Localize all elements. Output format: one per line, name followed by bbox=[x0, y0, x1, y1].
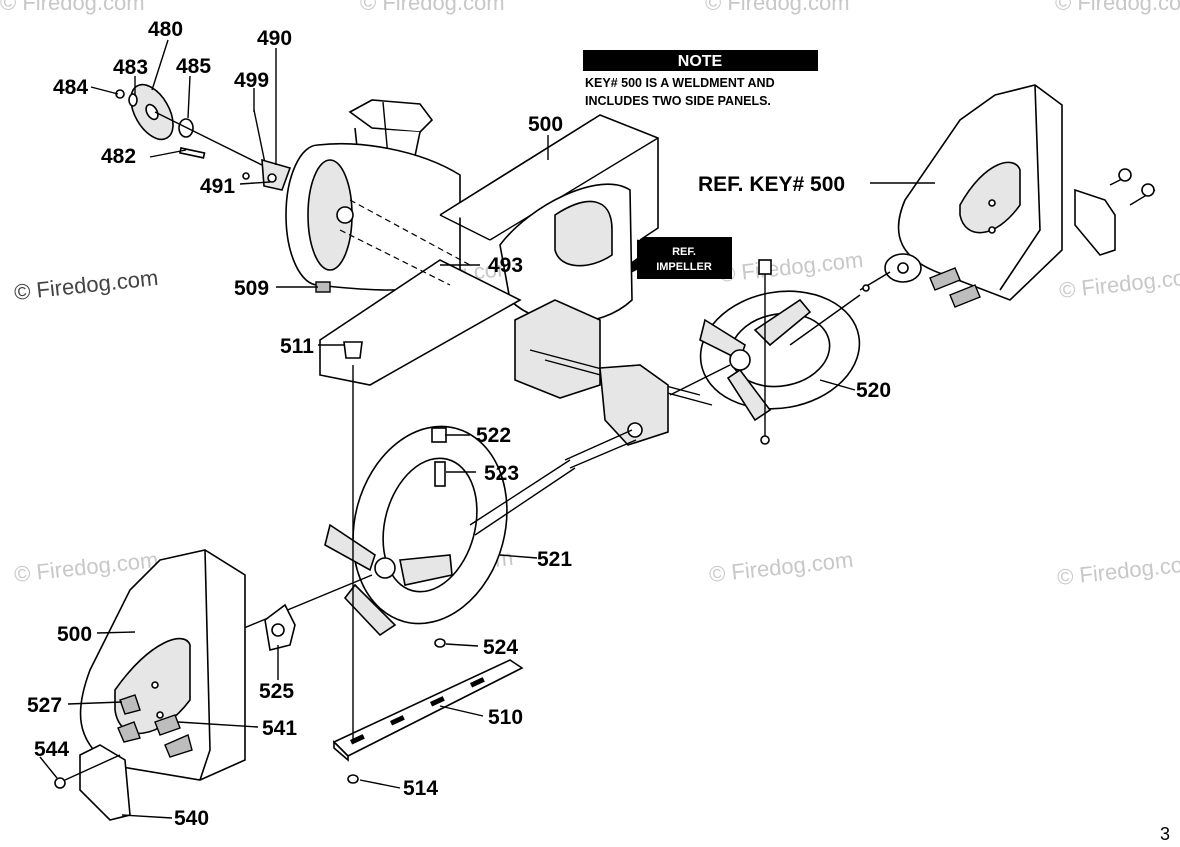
watermark-text: © Firedog.com bbox=[1058, 263, 1180, 303]
watermark-text-dark: © Firedog.com bbox=[13, 265, 159, 305]
ref-impeller-line-1: REF. bbox=[672, 246, 696, 258]
label-500-top: 500 bbox=[528, 113, 563, 136]
watermark-text: © Firedog.com bbox=[708, 547, 854, 587]
ref-key-label: REF. KEY# 500 bbox=[698, 173, 845, 196]
label-527: 527 bbox=[27, 694, 62, 717]
label-482: 482 bbox=[101, 145, 136, 168]
gearbox-assembly bbox=[514, 299, 713, 469]
note-box: NOTE KEY# 500 IS A WELDMENT AND INCLUDES… bbox=[583, 50, 818, 108]
note-line-2: INCLUDES TWO SIDE PANELS. bbox=[585, 94, 771, 108]
label-511: 511 bbox=[280, 335, 314, 358]
label-522: 522 bbox=[476, 424, 511, 447]
watermark-text: © Firedog.com bbox=[13, 547, 159, 587]
label-483: 483 bbox=[113, 56, 148, 79]
side-panel-right bbox=[859, 84, 1156, 308]
label-521: 521 bbox=[537, 548, 572, 571]
label-514: 514 bbox=[403, 777, 438, 800]
page-number: 3 bbox=[1160, 824, 1170, 844]
label-493: 493 bbox=[488, 254, 523, 277]
label-544: 544 bbox=[34, 738, 69, 761]
watermark-text: © Firedog.com bbox=[705, 0, 850, 15]
label-500-left: 500 bbox=[57, 623, 92, 646]
label-523: 523 bbox=[484, 462, 519, 485]
label-540: 540 bbox=[174, 807, 209, 830]
label-524: 524 bbox=[483, 636, 518, 659]
watermark-text: © Firedog.com bbox=[1055, 0, 1180, 15]
label-490: 490 bbox=[257, 27, 292, 50]
label-485: 485 bbox=[176, 55, 211, 78]
label-520: 520 bbox=[856, 379, 891, 402]
part-labels: 480 483 484 485 490 499 482 491 509 511 … bbox=[27, 18, 891, 830]
ref-impeller-line-2: IMPELLER bbox=[656, 261, 712, 273]
auger-left bbox=[214, 425, 576, 648]
label-480: 480 bbox=[148, 18, 183, 41]
label-509: 509 bbox=[234, 277, 269, 300]
watermark-text: © Firedog.com bbox=[1056, 550, 1180, 590]
label-510: 510 bbox=[488, 706, 523, 729]
label-499: 499 bbox=[234, 69, 269, 92]
label-484: 484 bbox=[53, 76, 88, 99]
note-line-1: KEY# 500 IS A WELDMENT AND bbox=[585, 76, 775, 90]
label-525: 525 bbox=[259, 680, 294, 703]
label-541: 541 bbox=[262, 717, 297, 740]
note-title: NOTE bbox=[678, 53, 723, 70]
watermark-text: © Firedog.com bbox=[718, 247, 864, 287]
scraper-bar bbox=[332, 341, 524, 784]
side-panel-left bbox=[54, 549, 296, 821]
label-491: 491 bbox=[200, 175, 235, 198]
watermark-text: © Firedog.com bbox=[360, 0, 505, 15]
leader-lines bbox=[39, 39, 935, 819]
watermark-text: © Firedog.com bbox=[0, 0, 145, 15]
auger-housing bbox=[285, 99, 659, 386]
pulley-assembly bbox=[115, 83, 292, 191]
auger-right bbox=[669, 259, 861, 445]
